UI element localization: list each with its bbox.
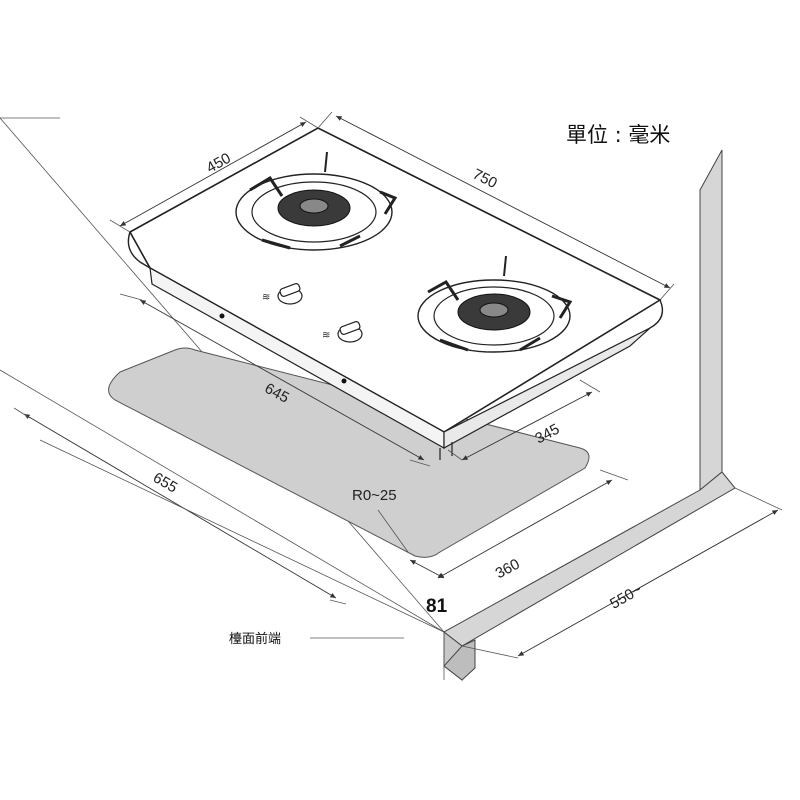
unit-label: 單位 : 毫米	[566, 123, 670, 147]
burner-right	[417, 255, 573, 353]
counter-front-label: 檯面前端	[229, 631, 281, 647]
dim-front-gap-label: 81	[426, 596, 448, 617]
svg-text:≋: ≋	[322, 330, 330, 341]
dim-back-clearance-label: 360	[493, 556, 523, 583]
screw-dot-right	[341, 378, 347, 384]
screw-dot-left	[219, 313, 225, 319]
dim-corner-radius-label: R0~25	[352, 487, 397, 504]
dim-counter-depth-label: 550~	[607, 581, 645, 613]
dim-width-label: 750	[470, 166, 500, 193]
svg-text:≋: ≋	[262, 292, 270, 303]
dimension-lines	[13, 111, 783, 659]
dim-depth-label: 450	[204, 150, 234, 177]
